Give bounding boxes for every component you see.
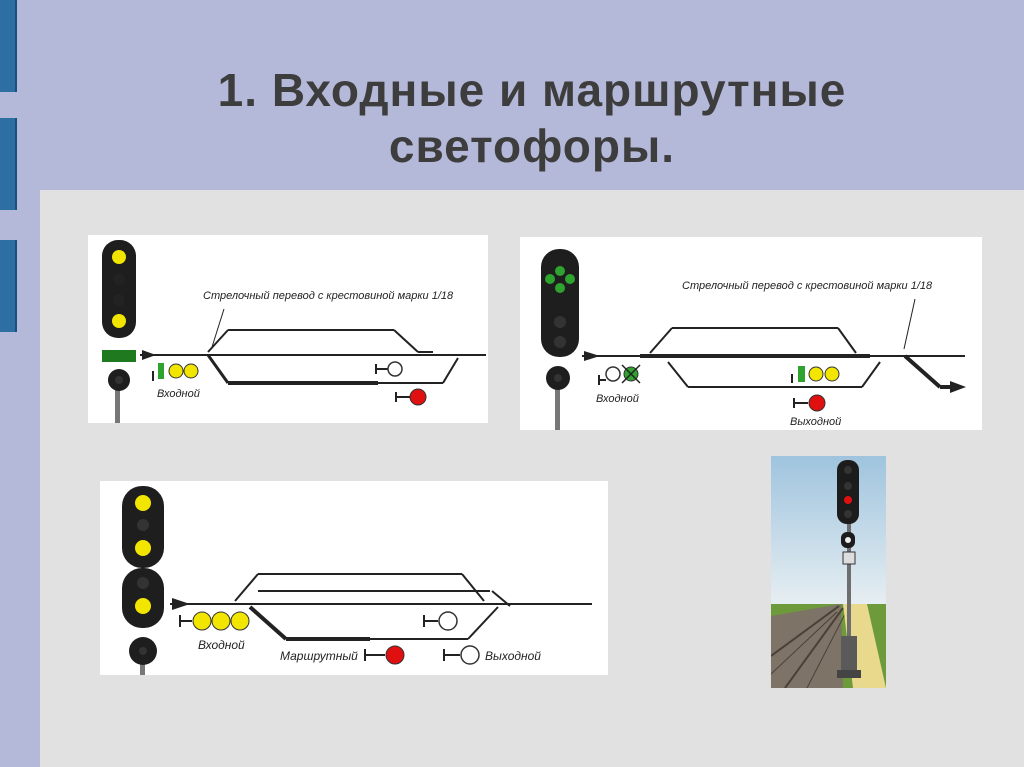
symbol-light-yellow: [192, 611, 212, 631]
symbol-light-red: [385, 645, 405, 665]
diagram-entry-signal: Стрелочный перевод с крестовиной марки 1…: [88, 235, 488, 423]
signal-light-off: [113, 294, 125, 306]
signal-photo: [771, 456, 886, 688]
symbol-light-yellow: [168, 363, 184, 379]
diverging-track: [467, 606, 499, 640]
symbol-light-yellow: [211, 611, 231, 631]
signal-light-green: [555, 283, 565, 293]
route-signal-label: Маршрутный: [280, 649, 358, 663]
signal-mast: [115, 375, 120, 423]
diverging-track: [248, 605, 288, 641]
signal-light-red: [844, 496, 852, 504]
diagram-entry-exit: Стрелочный перевод с крестовиной марки 1…: [520, 237, 982, 430]
signal-light-green: [565, 274, 575, 284]
exit-track: [903, 354, 942, 389]
symbol-light-white: [387, 361, 403, 377]
exit-plate-green: [798, 366, 805, 382]
arrow-icon: [142, 350, 156, 360]
diverging-track: [206, 354, 230, 384]
signal-base: [837, 670, 861, 678]
symbol-light-yellow: [824, 366, 840, 382]
slide-title: 1. Входные и маршрутные светофоры.: [40, 62, 1024, 174]
symbol-light-yellow: [230, 611, 250, 631]
symbol-light-red: [808, 394, 826, 412]
title-line-1: 1. Входные и маршрутные: [217, 64, 847, 116]
exit-signal-label: Выходной: [790, 416, 841, 428]
signal-light-off: [554, 316, 566, 328]
left-rail: [0, 0, 40, 767]
signal-light-green: [555, 266, 565, 276]
symbol-light-yellow: [183, 363, 199, 379]
signal-light-off: [137, 519, 149, 531]
entry-signal-label: Входной: [198, 638, 245, 652]
switch-caption: Стрелочный перевод с крестовиной марки 1…: [203, 290, 454, 302]
entry-signal-label: Входной: [157, 388, 200, 400]
diverging-track: [442, 357, 459, 384]
signal-light-off: [139, 647, 147, 655]
sky: [771, 456, 886, 604]
entry-plate-green: [158, 363, 164, 379]
signal-light-off: [844, 466, 852, 474]
relay-box: [841, 636, 857, 674]
rail-tab: [0, 240, 17, 332]
signal-plate: [842, 551, 856, 565]
rail: [784, 607, 844, 688]
signal-head: [102, 240, 136, 338]
title-line-2: светофоры.: [388, 120, 676, 172]
caption-leader: [903, 298, 916, 350]
loop-track: [461, 573, 485, 602]
signal-light-off: [137, 577, 149, 589]
diagram-route-signal: Входной Маршрутный Выходной: [100, 481, 608, 675]
diverging-track: [667, 361, 689, 388]
arrow-icon: [584, 351, 600, 361]
signal-light-yellow: [135, 540, 151, 556]
loop-track: [234, 573, 259, 602]
signal-light-yellow-bottom: [112, 314, 126, 328]
arrow-icon: [172, 598, 190, 610]
arrow-icon: [950, 381, 966, 393]
signal-mast: [140, 661, 145, 675]
signal-light-off: [554, 374, 562, 382]
rail: [806, 613, 846, 688]
symbol-light-white: [605, 366, 621, 382]
loop-track: [649, 327, 673, 354]
symbol-light-white: [438, 611, 458, 631]
signal-light-off: [844, 482, 852, 490]
signal-light-off: [844, 510, 852, 518]
switch-caption: Стрелочный перевод с крестовиной марки 1…: [682, 280, 933, 292]
rail: [771, 611, 838, 675]
indicator-plate-green: [102, 350, 136, 362]
symbol-light-white: [460, 645, 480, 665]
exit-signal-label: Выходной: [485, 649, 541, 663]
signal-head: [837, 460, 859, 524]
signal-light-off: [113, 273, 125, 285]
cross-mark: [621, 364, 641, 384]
signal-light-green: [545, 274, 555, 284]
diverging-track: [861, 361, 881, 388]
entry-signal-label: Входной: [596, 393, 639, 405]
rail-tab: [0, 118, 17, 210]
loop-track-inner: [491, 590, 511, 607]
slide-header: [40, 0, 1024, 190]
loop-track: [393, 329, 419, 353]
loop-track: [207, 329, 229, 353]
signal-light-yellow: [135, 495, 151, 511]
signal-light-off: [115, 376, 123, 384]
rail-tab: [0, 0, 17, 92]
signal-light-off: [554, 336, 566, 348]
signal-light-yellow: [135, 598, 151, 614]
caption-leader: [211, 308, 225, 348]
symbol-light-yellow: [808, 366, 824, 382]
signal-mast: [555, 380, 560, 430]
loop-track: [837, 327, 857, 354]
signal-light-white: [845, 537, 851, 543]
rail: [771, 605, 840, 657]
symbol-light-red: [409, 388, 427, 406]
signal-light-yellow-top: [112, 250, 126, 264]
ballast: [771, 604, 843, 688]
